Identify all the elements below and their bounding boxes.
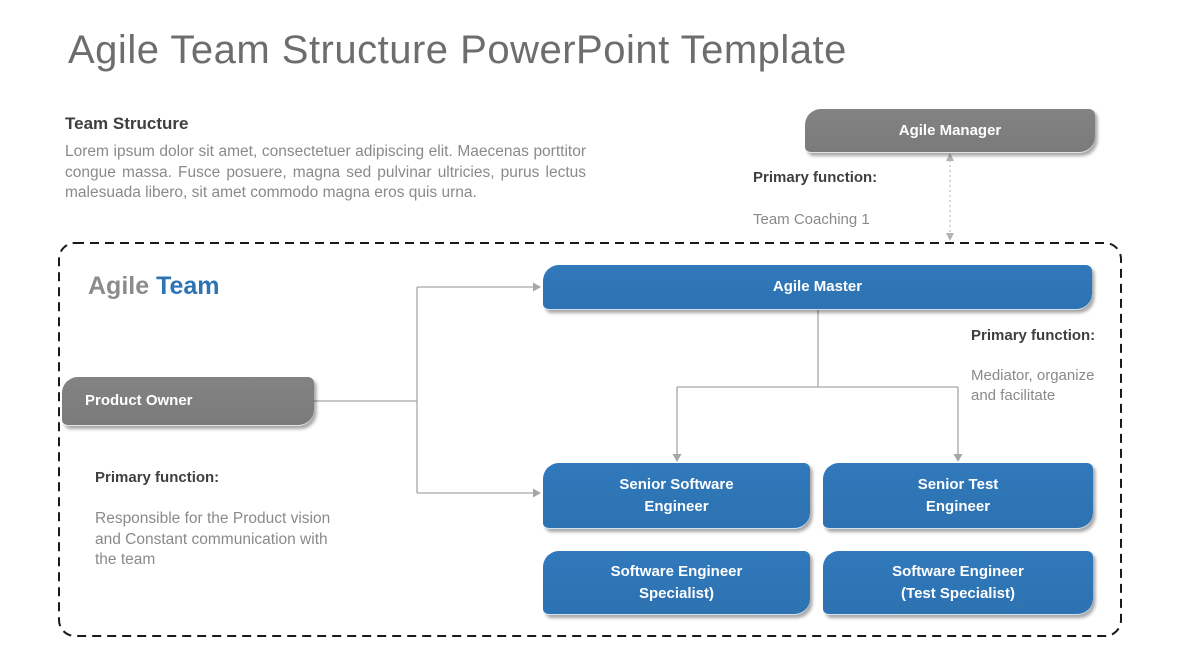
product-owner-function-heading: Primary function: [95,469,220,486]
software-engineer-specialist-box: Software Engineer Specialist) [543,551,810,615]
role-label-line: Engineer [925,497,991,515]
arrow-up-icon [946,153,954,161]
product-owner-box: Product Owner [62,377,314,426]
arrow-right-icon [533,282,541,292]
role-label-line: Senior Software [619,475,734,493]
arrow-right-icon [533,488,541,498]
product-owner-connectors [291,286,534,494]
agile-team-title: Agile Team [88,272,220,301]
agile-team-title-word1: Agile [88,272,150,300]
team-structure-body: Lorem ipsum dolor sit amet, consectetuer… [65,143,586,202]
manager-function-heading: Primary function: [753,169,878,186]
arrow-down-icon [953,454,963,462]
master-function-text: Mediator, organize and facilitate [971,367,1095,404]
manager-function-text: Team Coaching 1 [753,211,870,228]
agile-master-connectors [676,310,959,455]
agile-master-box: Agile Master [543,265,1092,310]
agile-manager-box: Agile Manager [805,109,1095,153]
master-function-heading: Primary function: [971,327,1096,344]
agile-manager-label: Agile Manager [898,121,1002,139]
arrow-down-icon [946,233,954,241]
manager-team-dotted-connector [946,153,954,241]
senior-software-engineer-box: Senior Software Engineer [543,463,810,529]
agile-team-title-word2: Team [156,272,220,300]
agile-master-label: Agile Master [772,278,863,296]
slide-title: Agile Team Structure PowerPoint Template [68,28,847,72]
team-structure-heading: Team Structure [65,114,189,133]
role-label-line: (Test Specialist) [901,584,1015,602]
arrow-down-icon [672,454,682,462]
software-engineer-test-specialist-box: Software Engineer (Test Specialist) [823,551,1093,615]
role-label-line: Senior Test [917,475,999,493]
role-label-line: Engineer [644,497,709,515]
senior-test-engineer-box: Senior Test Engineer [823,463,1093,529]
product-owner-label: Product Owner [85,392,193,410]
role-label-line: Software Engineer [892,562,1024,580]
product-owner-function-text: Responsible for the Product vision and C… [95,510,331,569]
role-label-line: Specialist) [638,584,714,602]
role-label-line: Software Engineer [610,562,743,580]
